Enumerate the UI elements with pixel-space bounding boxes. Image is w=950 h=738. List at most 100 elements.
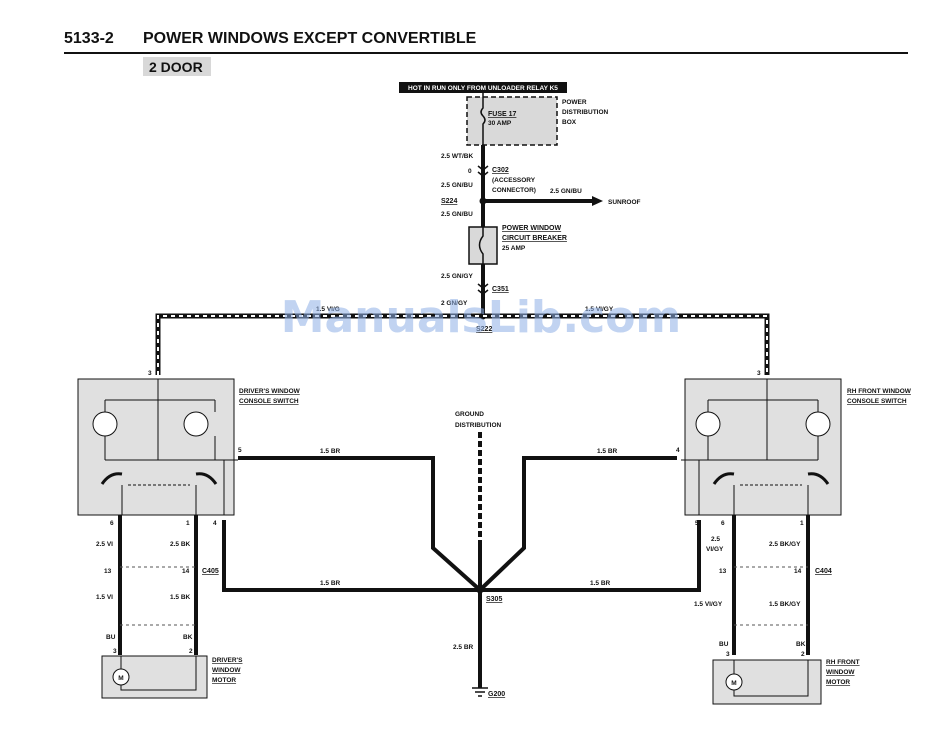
wire-wt-bk: 2.5 WT/BK (441, 153, 473, 160)
rh-motor-letter: M (731, 680, 736, 687)
c351-label: C351 (492, 286, 509, 293)
rh-wire-b-label: 2.5 BK/GY (769, 541, 801, 548)
ground-wire-label: 2.5 BR (453, 644, 474, 651)
bus-right-label: 1.5 VI/GY (585, 306, 614, 313)
watermark: ManualsLib.com (281, 292, 682, 343)
c405-label: C405 (202, 568, 219, 575)
bus-wire-stripe (157, 315, 768, 375)
c404-label: C404 (815, 568, 832, 575)
ground-symbol (472, 687, 488, 697)
c405-pin-14: 14 (182, 568, 190, 575)
breaker-label-2: CIRCUIT BREAKER (502, 235, 567, 242)
fuse-symbol (480, 93, 486, 145)
rh-pin-1: 1 (800, 520, 804, 527)
power-distribution-box (466, 96, 558, 146)
s222-label: S222 (476, 326, 492, 333)
c302-desc-1: (ACCESSORY (492, 177, 536, 184)
wire-gn-gy-1: 2.5 GN/GY (441, 273, 473, 280)
variant-badge (143, 57, 211, 76)
s224-label: S224 (441, 198, 457, 205)
rh-ground-wire-2 (480, 520, 701, 592)
driver-wire-b2-label: 1.5 BK (170, 594, 191, 601)
hot-banner (399, 82, 567, 93)
wire-gn-gy-2: 2 GN/GY (441, 300, 468, 307)
driver-pin-3: 3 (148, 370, 152, 377)
bus-left-label: 1.5 VI/G (316, 306, 340, 313)
c351-connector (477, 283, 489, 295)
rh-switch-internals (681, 379, 830, 515)
section-code: 5133-2 (64, 30, 114, 47)
rh-motor-pin-2: 2 (801, 651, 805, 658)
rh-pin-5: 5 (695, 520, 699, 527)
c404-pin-14: 14 (794, 568, 802, 575)
driver-motor-label-1: DRIVER'S (212, 657, 243, 664)
driver-ground-wire-2 (222, 520, 480, 592)
sunroof-wire-label: 2.5 GN/BU (550, 188, 582, 195)
rh-motor-internal (733, 660, 809, 697)
rh-wire-b2-label: 1.5 BK/GY (769, 601, 801, 608)
c302-connector (477, 165, 489, 177)
page-title: POWER WINDOWS EXCEPT CONVERTIBLE (143, 30, 477, 47)
pdb-label-1: POWER (562, 99, 587, 106)
driver-pin-4: 4 (213, 520, 217, 527)
pdb-label-2: DISTRIBUTION (562, 109, 609, 116)
rh-wire-a2-label: 1.5 VI/GY (694, 601, 723, 608)
c302-label: C302 (492, 167, 509, 174)
c302-pin: 0 (468, 168, 472, 175)
driver-motor-letter: M (118, 675, 123, 682)
breaker-label-1: POWER WINDOW (502, 225, 561, 232)
fuse-amp: 30 AMP (488, 120, 512, 127)
rh-motor-pin-3: 3 (726, 651, 730, 658)
rh-pin-4: 4 (676, 447, 680, 454)
rh-pin-3: 3 (757, 370, 761, 377)
fuse-label: FUSE 17 (488, 111, 517, 118)
driver-motor-pin-2: 2 (189, 648, 193, 655)
rh-switch-box (684, 378, 842, 516)
sunroof-arrow (592, 196, 603, 206)
driver-col-bu: BU (106, 634, 116, 641)
rh-motor-label-1: RH FRONT (826, 659, 860, 666)
driver-motor-pin-3: 3 (113, 648, 117, 655)
driver-motor-internal (120, 656, 197, 691)
driver-motor-label-3: MOTOR (212, 677, 236, 684)
driver-lamp-left (92, 411, 118, 437)
driver-pin-6: 6 (110, 520, 114, 527)
wire-gn-bu-1: 2.5 GN/BU (441, 182, 473, 189)
c405-pin-13: 13 (104, 568, 112, 575)
driver-col-bk: BK (183, 634, 193, 641)
breaker-amp: 25 AMP (502, 245, 526, 252)
g200-label: G200 (488, 691, 505, 698)
ground-dist-label-1: GROUND (455, 411, 484, 418)
driver-switch-internals (100, 379, 238, 515)
pdb-label-3: BOX (562, 119, 577, 126)
driver-wire-c-label: 1.5 BR (320, 580, 341, 587)
rh-col-bk: BK (796, 641, 806, 648)
driver-ground-wire (238, 456, 482, 592)
driver-pin-1: 1 (186, 520, 190, 527)
driver-wire-a-label: 2.5 VI (96, 541, 113, 548)
driver-pin-5: 5 (238, 447, 242, 454)
sunroof-label: SUNROOF (608, 199, 641, 206)
hot-banner-text: HOT IN RUN ONLY FROM UNLOADER RELAY K5 (408, 85, 558, 92)
rh-pin-6: 6 (721, 520, 725, 527)
s305-label: S305 (486, 596, 502, 603)
driver-wire-b-label: 2.5 BK (170, 541, 191, 548)
ground-dist-label-2: DISTRIBUTION (455, 422, 502, 429)
rh-ground-wire-label: 1.5 BR (597, 448, 618, 455)
rh-wire-c-label: 1.5 BR (590, 580, 611, 587)
rh-lamp-left (695, 411, 721, 437)
rh-switch-label-1: RH FRONT WINDOW (847, 388, 912, 395)
driver-wire-a2-label: 1.5 VI (96, 594, 113, 601)
rh-switch-label-2: CONSOLE SWITCH (847, 398, 907, 405)
variant-label: 2 DOOR (149, 59, 203, 75)
rh-wire-a-label-2: VI/GY (706, 546, 724, 553)
driver-switch-label-1: DRIVER'S WINDOW (239, 388, 301, 395)
rh-wire-a-label-1: 2.5 (711, 536, 720, 543)
driver-switch-box (77, 378, 235, 516)
rh-motor-label-3: MOTOR (826, 679, 850, 686)
rh-motor-label-2: WINDOW (826, 669, 855, 676)
driver-lamp-right (183, 411, 209, 437)
rh-lamp-right (805, 411, 831, 437)
c302-desc-2: CONNECTOR) (492, 187, 536, 194)
